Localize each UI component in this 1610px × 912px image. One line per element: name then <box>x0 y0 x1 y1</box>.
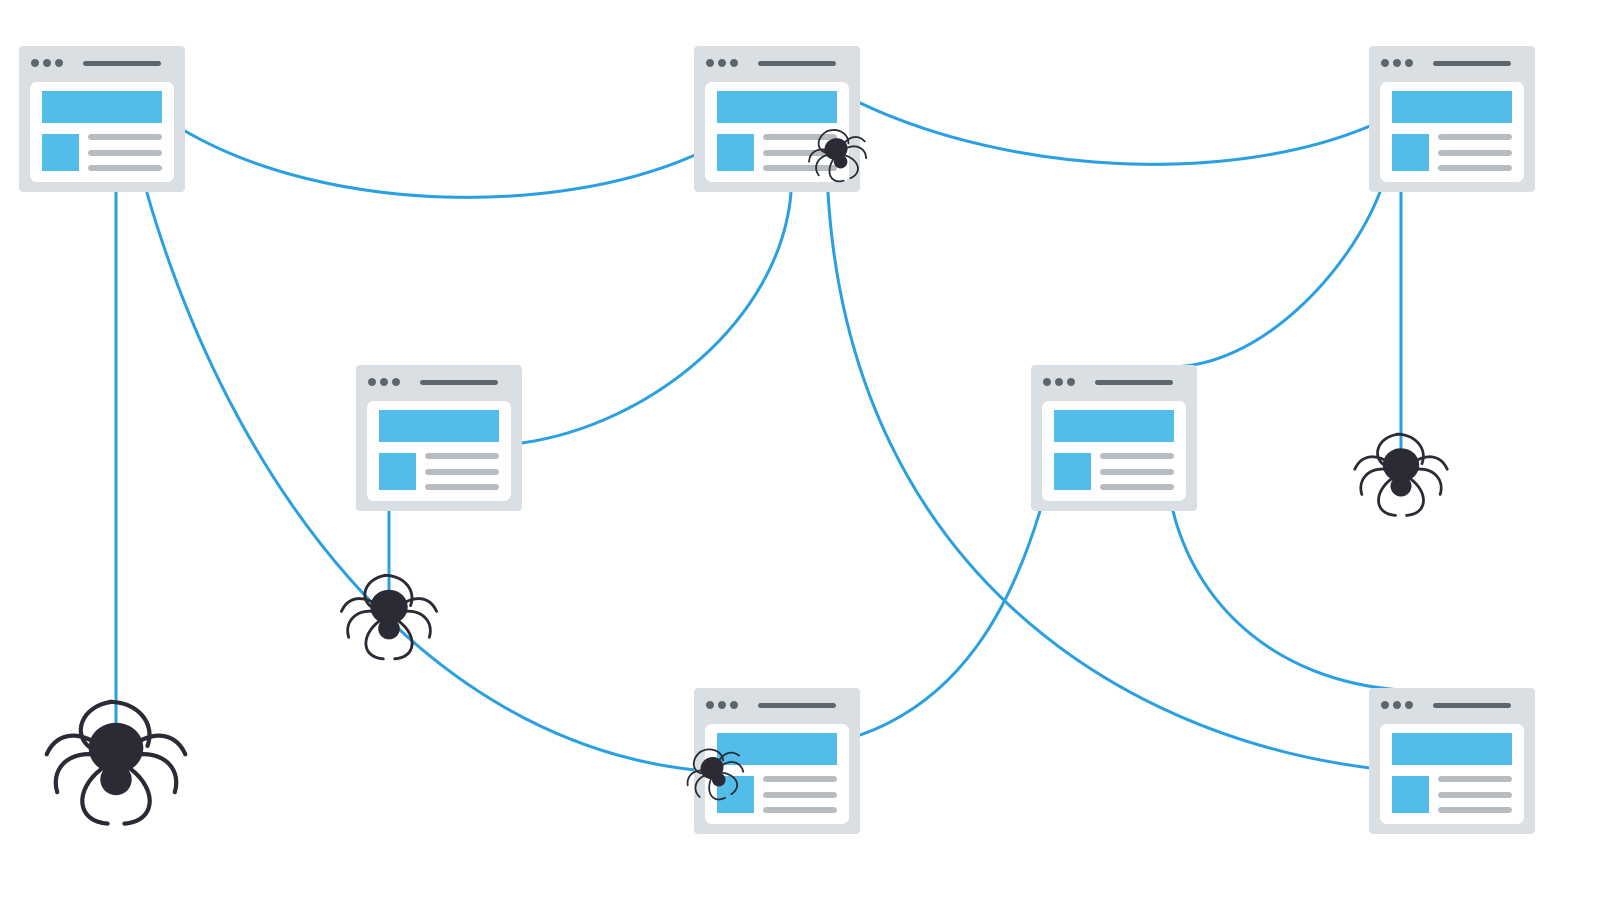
link-page2-page7 <box>826 191 1372 770</box>
link-page5-page6 <box>858 509 1042 737</box>
links-layer <box>145 100 1402 772</box>
browser-window-icon <box>1031 365 1197 511</box>
browser-window-icon <box>1369 46 1535 192</box>
pages-layer <box>19 46 1535 834</box>
browser-window-icon <box>694 46 860 192</box>
browser-window-icon <box>1369 688 1535 834</box>
threads-layer <box>114 190 1403 747</box>
link-page1-page6 <box>145 191 697 772</box>
link-page2-page4 <box>520 191 793 445</box>
browser-window-icon <box>19 46 185 192</box>
link-page2-page3 <box>856 100 1372 166</box>
browser-window-icon <box>356 365 522 511</box>
link-page3-page5 <box>1163 190 1382 369</box>
link-page5-page7 <box>1171 509 1402 692</box>
link-page1-page2 <box>183 129 697 199</box>
